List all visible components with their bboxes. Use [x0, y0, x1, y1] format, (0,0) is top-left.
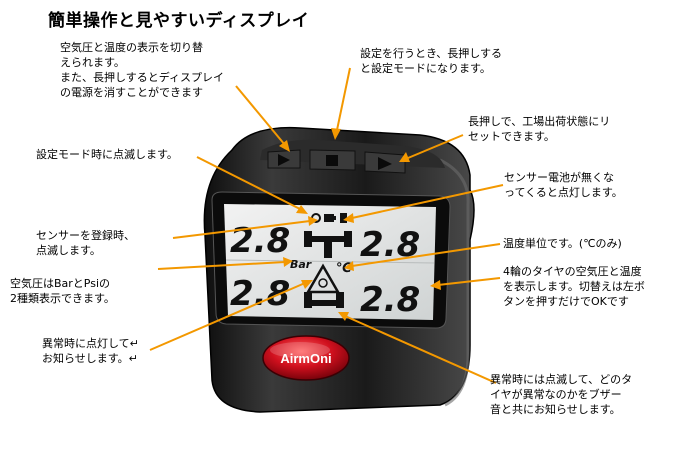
callout-sensor-register: センサーを登録時、 点滅します。 — [36, 229, 135, 257]
rear-right-pressure: 2.8 — [360, 280, 420, 320]
temperature-unit-label: ℃ — [336, 261, 352, 276]
alert-triangle-icon — [305, 263, 341, 294]
airmoni-button[interactable]: AirmOni — [262, 335, 350, 381]
callout-toggle-display: 空気圧と温度の表示を切り替 えられます。 また、長押しするとディスプレイ の電源… — [60, 41, 225, 99]
car-bottom-icon — [304, 292, 344, 308]
sensor-icon — [340, 213, 347, 223]
callout-arrows — [149, 67, 504, 384]
callout-alert-blink: 異常時には点滅して、どのタ イヤが異常なのかをブザー 音と共にお知らせします。 — [490, 373, 633, 416]
brand-label: AirmOni — [280, 351, 331, 366]
center-button[interactable] — [309, 149, 356, 171]
callout-four-wheel: 4輪のタイヤの空気圧と温度 を表示します。切替えは左ボ タンを押すだけでOKです — [503, 265, 645, 308]
car-top-icon — [304, 231, 352, 258]
callout-settings: 設定を行うとき、長押しする と設定モードになります。 — [360, 47, 503, 75]
callout-battery-low: センサー電池が無くな ってくると点灯します。 — [504, 171, 623, 199]
pressure-unit-label: Bar — [290, 258, 312, 271]
callout-setting-mode-blink: 設定モード時に点滅します。 — [36, 148, 178, 161]
callout-alert-light: 異常時に点灯して↵ お知らせします。↵ — [42, 337, 139, 365]
front-right-pressure: 2.8 — [360, 225, 420, 265]
right-button[interactable] — [364, 151, 406, 174]
battery-icon — [324, 214, 336, 222]
left-button[interactable] — [267, 149, 301, 169]
callout-pressure-units: 空気圧はBarとPsiの 2種類表示できます。 — [10, 277, 115, 305]
page-title: 簡単操作と見やすいディスプレイ — [48, 11, 310, 31]
callout-factory-reset: 長押しで、工場出荷状態にリ セットできます。 — [468, 115, 611, 143]
callout-temp-unit: 温度単位です。(℃のみ) — [503, 237, 622, 250]
